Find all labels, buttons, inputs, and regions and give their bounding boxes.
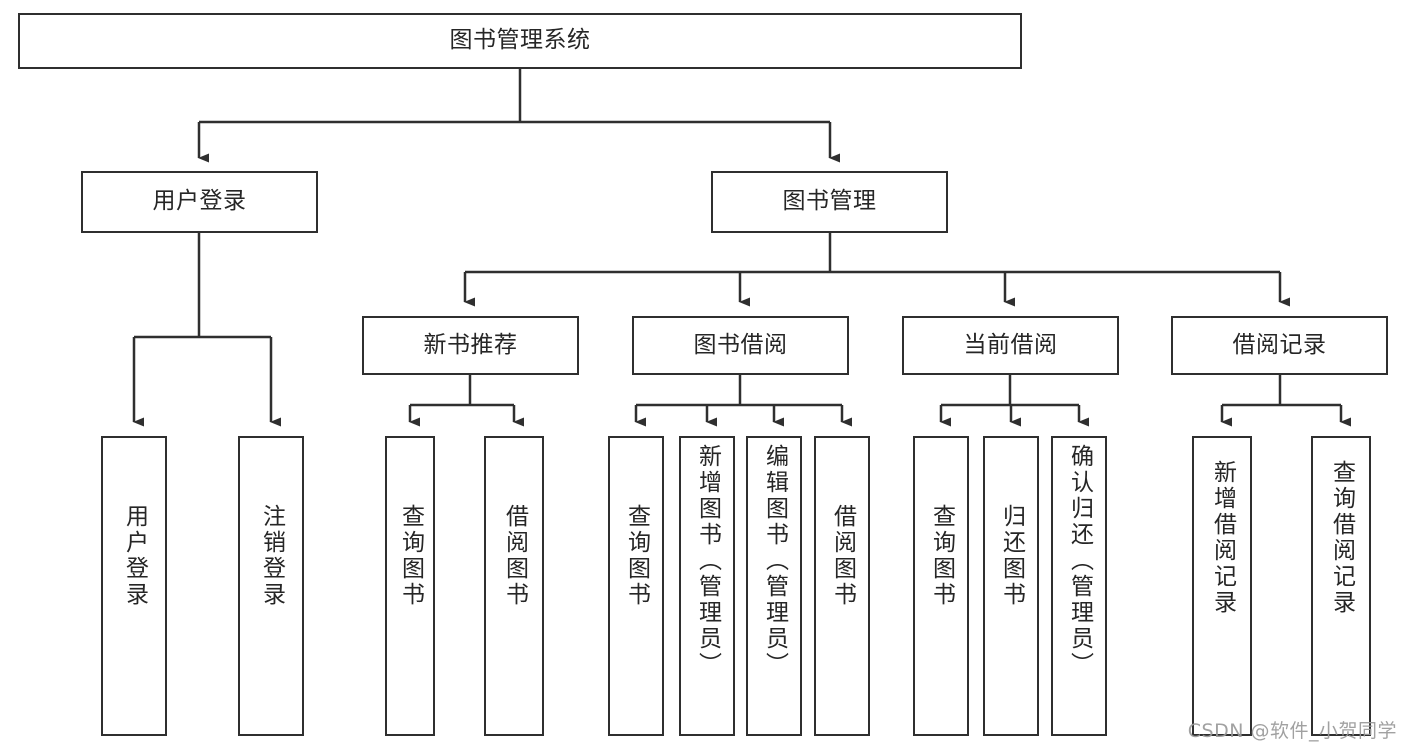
edge-current-borrow-bus	[939, 375, 1089, 427]
edge-user-login-bus	[132, 233, 281, 427]
node-leaf-query-book-cur[interactable]: 查询图书	[913, 436, 969, 736]
node-borrow-record[interactable]: 借阅记录	[1171, 316, 1388, 375]
edge-root-to-bus	[199, 69, 830, 124]
node-leaf-borrow-book-rec-label: 借阅图书	[501, 504, 528, 608]
edge-bus-to-level2	[197, 122, 840, 163]
node-leaf-query-record-label: 查询借阅记录	[1328, 460, 1355, 616]
node-leaf-query-book-borrow[interactable]: 查询图书	[608, 436, 664, 736]
node-borrow-record-label: 借阅记录	[1232, 331, 1327, 358]
node-leaf-return-book-label: 归还图书	[998, 504, 1025, 608]
node-leaf-user-logout-label: 注销登录	[258, 504, 285, 608]
node-book-manage-label: 图书管理	[782, 188, 877, 215]
node-leaf-borrow-book-label: 借阅图书	[829, 504, 856, 608]
node-new-book-rec-label: 新书推荐	[423, 331, 518, 358]
node-user-login-label: 用户登录	[152, 188, 247, 215]
node-leaf-user-login-label: 用户登录	[121, 504, 148, 608]
node-leaf-query-book-rec[interactable]: 查询图书	[385, 436, 435, 736]
node-root[interactable]: 图书管理系统	[18, 13, 1022, 69]
edge-book-borrow-bus	[634, 375, 852, 427]
node-user-login[interactable]: 用户登录	[81, 171, 318, 233]
node-root-label: 图书管理系统	[449, 27, 591, 54]
edge-book-manage-bus	[463, 233, 1290, 307]
node-leaf-user-logout[interactable]: 注销登录	[238, 436, 304, 736]
edge-new-book-rec-bus	[408, 375, 524, 427]
node-leaf-borrow-book[interactable]: 借阅图书	[814, 436, 870, 736]
node-leaf-add-record[interactable]: 新增借阅记录	[1192, 436, 1252, 736]
node-leaf-return-book[interactable]: 归还图书	[983, 436, 1039, 736]
node-leaf-user-login[interactable]: 用户登录	[101, 436, 167, 736]
node-current-borrow[interactable]: 当前借阅	[902, 316, 1119, 375]
node-leaf-confirm-return[interactable]: 确认归还（管理员）	[1051, 436, 1107, 736]
node-leaf-query-record[interactable]: 查询借阅记录	[1311, 436, 1371, 736]
node-book-borrow[interactable]: 图书借阅	[632, 316, 849, 375]
node-leaf-query-book-cur-label: 查询图书	[928, 504, 955, 608]
node-leaf-add-book-label: 新增图书（管理员）	[694, 444, 721, 678]
node-leaf-edit-book-label: 编辑图书（管理员）	[761, 444, 788, 678]
node-leaf-add-book[interactable]: 新增图书（管理员）	[679, 436, 735, 736]
node-current-borrow-label: 当前借阅	[963, 331, 1058, 358]
node-leaf-edit-book[interactable]: 编辑图书（管理员）	[746, 436, 802, 736]
csdn-watermark: CSDN @软件_小贺同学	[1187, 720, 1397, 742]
node-leaf-add-record-label: 新增借阅记录	[1209, 460, 1236, 616]
node-book-borrow-label: 图书借阅	[693, 331, 788, 358]
edge-borrow-record-bus	[1220, 375, 1351, 427]
node-leaf-query-book-borrow-label: 查询图书	[623, 504, 650, 608]
node-leaf-confirm-return-label: 确认归还（管理员）	[1066, 444, 1093, 678]
node-new-book-rec[interactable]: 新书推荐	[362, 316, 579, 375]
node-leaf-query-book-rec-label: 查询图书	[397, 504, 424, 608]
node-book-manage[interactable]: 图书管理	[711, 171, 948, 233]
node-leaf-borrow-book-rec[interactable]: 借阅图书	[484, 436, 544, 736]
